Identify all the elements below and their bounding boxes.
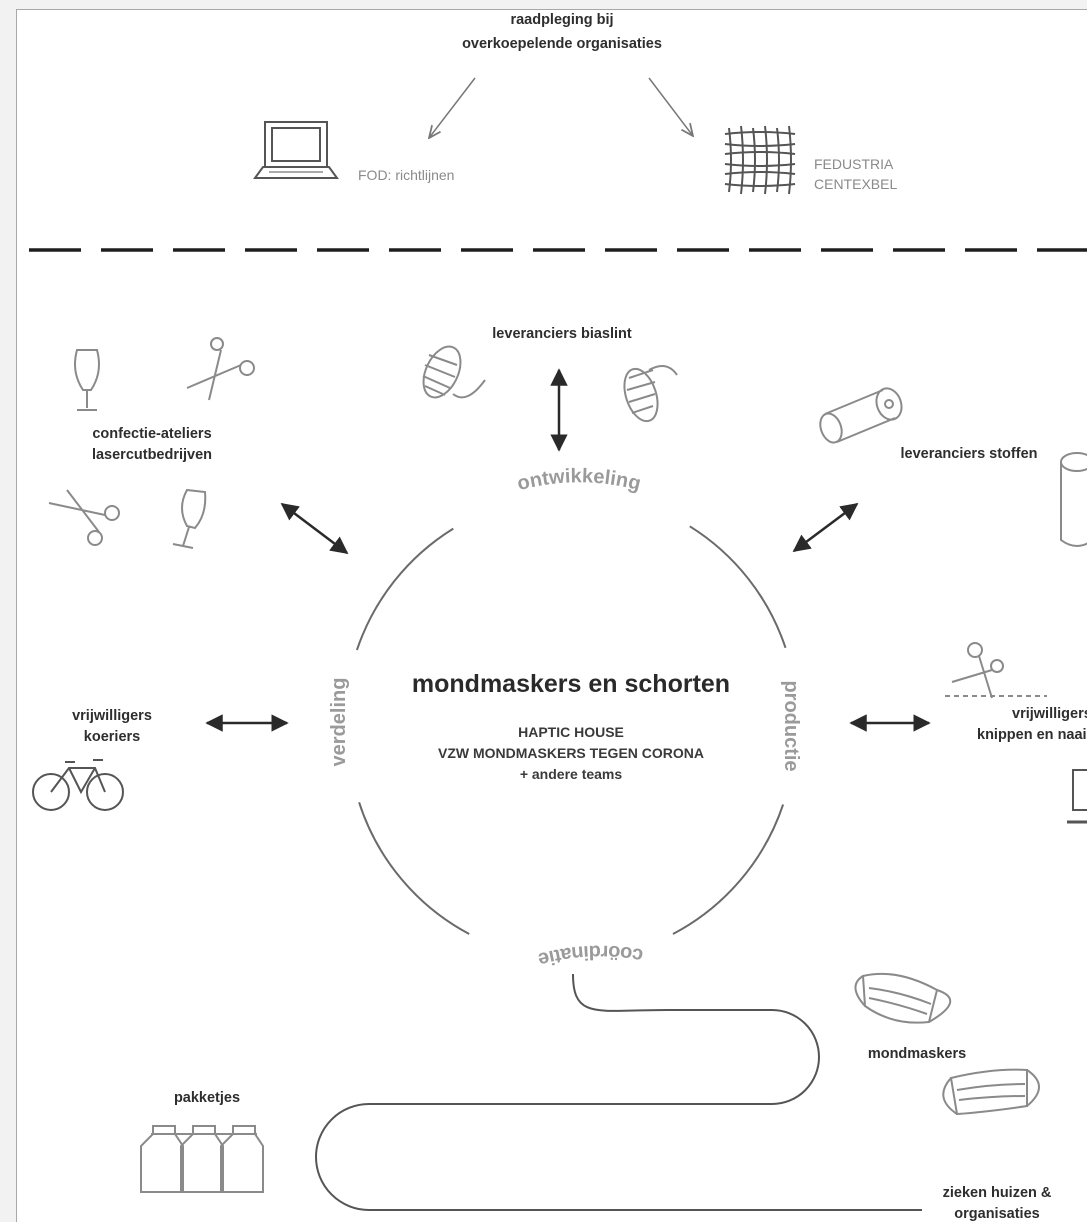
thread-spool-icon-2 xyxy=(623,365,678,423)
fabric-suppliers-label: leveranciers stoffen xyxy=(900,446,1038,462)
mannequin-icon-2 xyxy=(172,488,207,549)
fedustria-label: FEDUSTRIA xyxy=(814,156,894,172)
face-mask-icon-2 xyxy=(942,1068,1040,1116)
ateliers-label-line2: lasercutbedrijven xyxy=(91,447,213,463)
masks-label: mondmaskers xyxy=(867,1046,967,1062)
hospitals-label-line2: organisaties xyxy=(954,1206,1040,1222)
hospitals-label-line1: zieken huizen & xyxy=(942,1185,1052,1201)
textile-weave-icon xyxy=(724,125,796,195)
fabric-roll-icon xyxy=(819,387,903,444)
diagram-graphics: ontwikkeling coördinatie verdeling produ… xyxy=(29,77,1087,1211)
arrow-fabrics-center xyxy=(792,502,859,553)
arrow-ateliers-center xyxy=(280,502,349,555)
ring-label-coordination: coördinatie xyxy=(536,941,645,971)
diagram-canvas: ontwikkeling coördinatie verdeling produ… xyxy=(16,9,1087,1222)
packages-label: pakketjes xyxy=(173,1090,241,1106)
couriers-label-line2: koeriers xyxy=(83,729,141,745)
centexbel-label: CENTEXBEL xyxy=(814,176,898,192)
scissors-cutting-icon xyxy=(945,642,1047,699)
sewing-machine-icon xyxy=(1067,769,1087,824)
delivery-route-line xyxy=(315,973,922,1211)
ring-label-production: productie xyxy=(780,680,802,771)
couriers-label-line1: vrijwilligers xyxy=(72,708,152,724)
laptop-icon xyxy=(253,121,339,179)
fod-label: FOD: richtlijnen xyxy=(358,167,455,183)
ateliers-label-line1: confectie-ateliers xyxy=(92,426,212,442)
center-subtitle-3: + andere teams xyxy=(519,766,623,782)
center-title: mondmaskers en schorten xyxy=(411,670,731,698)
cutters-label-line1: vrijwilligers xyxy=(1012,706,1087,722)
ring-label-distribution: verdeling xyxy=(328,678,350,767)
consultation-heading-line2: overkoepelende organisaties xyxy=(462,36,662,52)
arrow-to-fedustria xyxy=(648,77,693,136)
center-subtitle-2: VZW MONDMASKERS TEGEN CORONA xyxy=(438,745,704,761)
bias-suppliers-label: leveranciers biaslint xyxy=(492,326,632,342)
bottles-icon xyxy=(140,1125,264,1193)
thread-spool-icon xyxy=(422,345,486,399)
fabric-roll-icon-2 xyxy=(1060,452,1087,547)
arrow-to-fod xyxy=(429,77,476,138)
ring-label-development: ontwikkeling xyxy=(515,465,643,495)
bicycle-icon xyxy=(32,759,124,811)
mannequin-icon xyxy=(74,349,100,411)
center-subtitle-1: HAPTIC HOUSE xyxy=(518,724,624,740)
scissors-icon xyxy=(186,337,255,401)
consultation-heading-line1: raadpleging bij xyxy=(510,12,614,28)
cutters-label-line2: knippen en naaien xyxy=(977,727,1087,743)
scissors-icon-2 xyxy=(48,489,120,546)
face-mask-icon xyxy=(854,972,951,1024)
process-ring xyxy=(355,525,787,935)
